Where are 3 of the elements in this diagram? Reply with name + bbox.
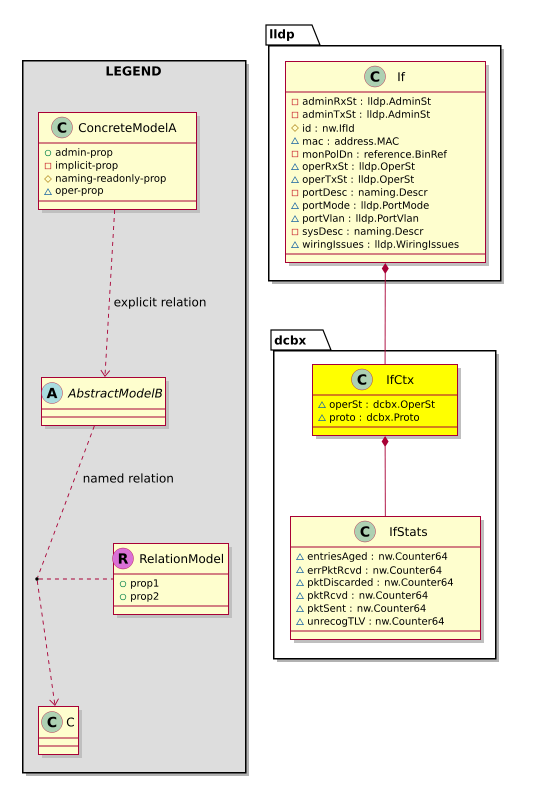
- package-title: dcbx: [274, 335, 306, 345]
- composition-line: [382, 263, 389, 364]
- package-title: lldp: [270, 29, 294, 41]
